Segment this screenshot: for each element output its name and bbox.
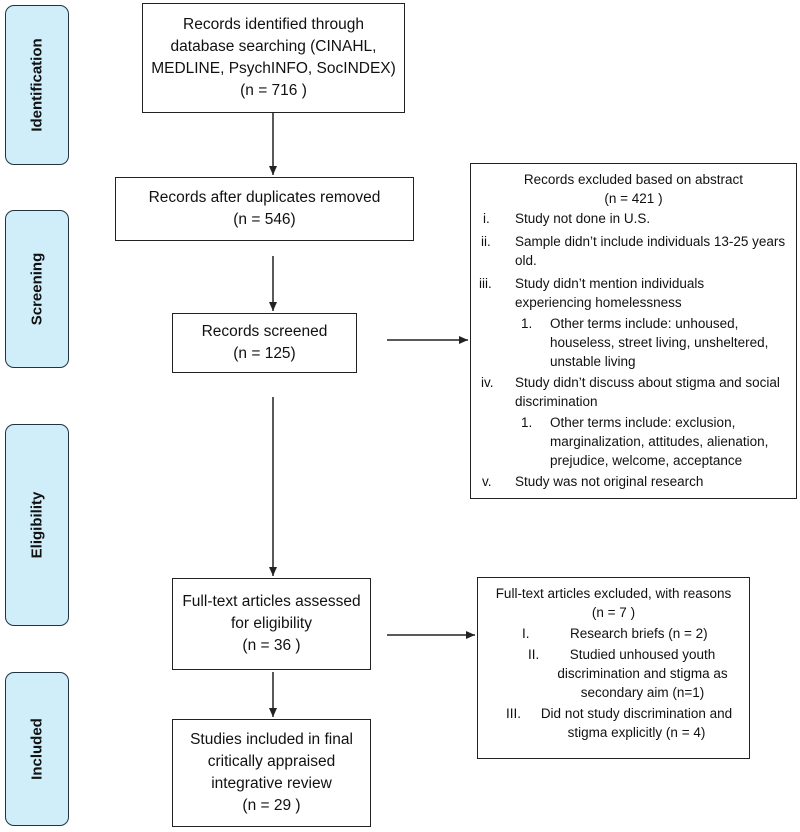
- abstract-exclusion-item: iv. Study didn’t discuss about stigma an…: [471, 373, 796, 411]
- fulltext-exclusion-item-text: secondary aim (n=1): [580, 685, 705, 700]
- stage-screening: Screening: [5, 210, 69, 368]
- abstract-exclusion-item-text: Study was not original research: [515, 474, 704, 489]
- abstract-exclusion-item-text: Sample didn’t include individuals 13-25 …: [515, 234, 786, 249]
- fulltext-assessed-box: Full-text articles assessed for eligibil…: [172, 578, 371, 670]
- records-screened-box: Records screened (n = 125): [172, 313, 357, 373]
- abstract-exclusion-count: (n = 421 ): [604, 191, 663, 206]
- abstract-exclusion-title: Records excluded based on abstract: [523, 172, 744, 187]
- fulltext-assessed-line-1: Full-text articles assessed: [182, 593, 361, 610]
- abstract-exclusion-box: Records excluded based on abstract (n = …: [470, 163, 797, 499]
- records-identified-line-2: database searching (CINAHL,: [170, 38, 377, 55]
- abstract-exclusion-item-num: ii.: [481, 234, 491, 249]
- records-identified-count: (n = 716 ): [240, 82, 307, 99]
- abstract-exclusion-item-num: iii.: [479, 276, 492, 291]
- fulltext-exclusion-item: I. Research briefs (n = 2): [478, 624, 749, 643]
- records-identified-line-1: Records identified through: [183, 16, 364, 33]
- abstract-exclusion-item-text: marginalization, attitudes, alienation,: [550, 434, 769, 449]
- abstract-exclusion-item-num: i.: [483, 211, 490, 226]
- abstract-exclusion-item: iii. Study didn’t mention individuals ex…: [471, 274, 796, 312]
- abstract-exclusion-item-text: Study didn’t mention individuals: [515, 276, 705, 291]
- studies-included-line-3: integrative review: [211, 775, 332, 792]
- fulltext-exclusion-count: (n = 7 ): [591, 605, 636, 620]
- fulltext-exclusion-item-text: stigma explicitly (n = 4): [567, 725, 706, 740]
- abstract-exclusion-item: i. Study not done in U.S.: [471, 209, 796, 228]
- abstract-exclusion-item-text: prejudice, welcome, acceptance: [550, 453, 743, 468]
- fulltext-exclusion-item: II. Studied unhoused youth discriminatio…: [478, 645, 749, 702]
- studies-included-count: (n = 29 ): [242, 797, 301, 814]
- abstract-exclusion-item-text: Study not done in U.S.: [515, 211, 651, 226]
- studies-included-line-2: critically appraised: [207, 753, 336, 770]
- abstract-exclusion-item-text: unstable living: [550, 354, 636, 369]
- fulltext-exclusion-item-text: Did not study discrimination and: [540, 706, 733, 721]
- fulltext-assessed-count: (n = 36 ): [242, 637, 301, 654]
- records-screened-line-1: Records screened: [201, 323, 328, 340]
- abstract-exclusion-item-text: Study didn’t discuss about stigma and so…: [515, 375, 780, 390]
- fulltext-exclusion-item-text: Studied unhoused youth: [569, 647, 716, 662]
- stage-identification: Identification: [5, 5, 69, 165]
- fulltext-assessed-line-2: for eligibility: [231, 615, 312, 632]
- fulltext-exclusion-item-num: II.: [528, 647, 540, 662]
- fulltext-exclusion-box: Full-text articles excluded, with reason…: [477, 577, 750, 759]
- abstract-exclusion-item: v. Study was not original research: [471, 472, 796, 491]
- abstract-exclusion-item-num: v.: [482, 474, 492, 489]
- abstract-exclusion-item-num: iv.: [481, 375, 494, 390]
- abstract-exclusion-subitem: 1. Other terms include: unhoused, housel…: [471, 314, 796, 371]
- stage-included: Included: [5, 672, 69, 826]
- abstract-exclusion-item-text: houseless, street living, unsheltered,: [550, 335, 769, 350]
- abstract-exclusion-item-text: old.: [515, 253, 537, 268]
- fulltext-exclusion-item-num: I.: [522, 626, 530, 641]
- fulltext-exclusion-item-num: III.: [506, 706, 522, 721]
- fulltext-exclusion-item: III. Did not study discrimination and st…: [478, 704, 749, 742]
- stage-eligibility: Eligibility: [5, 424, 69, 626]
- duplicates-removed-count: (n = 546): [233, 211, 296, 228]
- abstract-exclusion-subitem-num: 1.: [521, 316, 533, 331]
- abstract-exclusion-subitem: 1. Other terms include: exclusion, margi…: [471, 413, 796, 470]
- studies-included-box: Studies included in final critically app…: [172, 719, 371, 827]
- abstract-exclusion-item-text: discrimination: [515, 394, 598, 409]
- records-screened-count: (n = 125): [233, 345, 296, 362]
- fulltext-exclusion-item-text: Research briefs (n = 2): [570, 626, 708, 641]
- abstract-exclusion-item-text: Other terms include: exclusion,: [550, 415, 736, 430]
- abstract-exclusion-item: ii. Sample didn’t include individuals 13…: [471, 232, 796, 270]
- abstract-exclusion-item-text: Other terms include: unhoused,: [550, 316, 739, 331]
- records-identified-box: Records identified through database sear…: [142, 3, 405, 113]
- duplicates-removed-box: Records after duplicates removed (n = 54…: [115, 177, 414, 241]
- abstract-exclusion-item-text: experiencing homelessness: [515, 295, 682, 310]
- fulltext-exclusion-title: Full-text articles excluded, with reason…: [495, 586, 732, 601]
- records-identified-line-3: MEDLINE, PsychINFO, SocINDEX): [151, 60, 396, 77]
- duplicates-removed-line-1: Records after duplicates removed: [148, 189, 381, 206]
- studies-included-line-1: Studies included in final: [190, 731, 353, 748]
- fulltext-exclusion-item-text: discrimination and stigma as: [557, 666, 728, 681]
- abstract-exclusion-subitem-num: 1.: [521, 415, 533, 430]
